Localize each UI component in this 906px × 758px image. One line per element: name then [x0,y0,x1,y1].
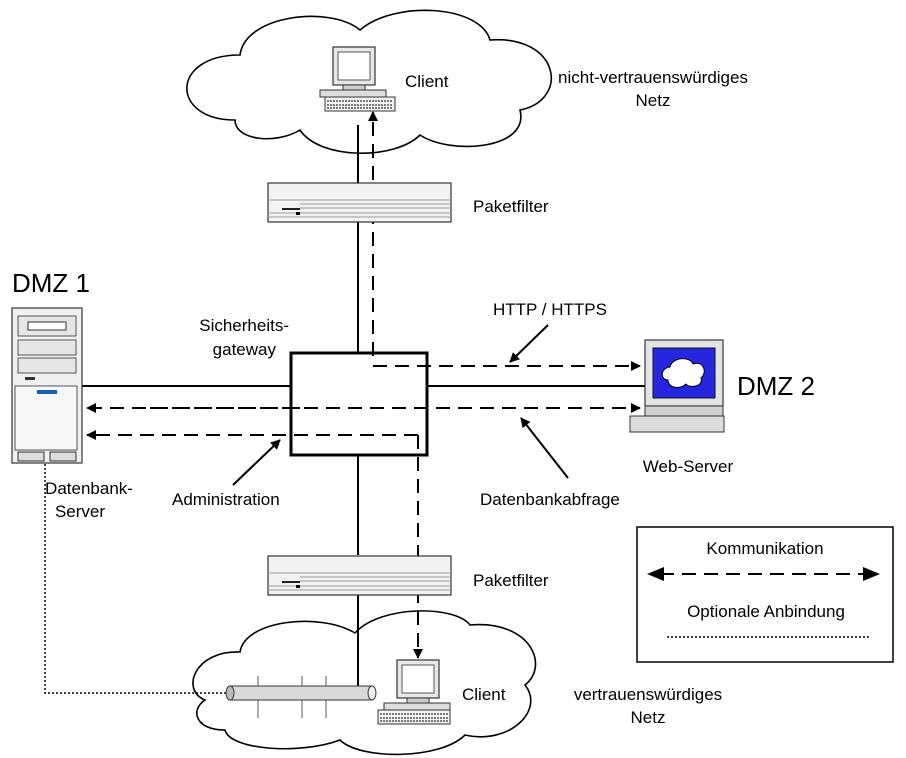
lan-backbone-icon [225,676,377,718]
untrusted-network-label-line2: Netz [636,91,671,110]
packet-filter-bottom-label: Paketfilter [473,571,549,590]
trusted-network-label-line1: vertrauenswürdiges [574,685,722,704]
packet-filter-top-label: Paketfilter [473,197,549,216]
gateway-label-line1: Sicherheits- [199,316,289,335]
legend: Kommunikation Optionale Anbindung [636,526,894,663]
dmz1-label: DMZ 1 [12,268,90,298]
untrusted-network-label-line1: nicht-vertrauenswürdiges [558,68,748,87]
packet-filter-bottom [267,555,452,596]
legend-communication-label: Kommunikation [706,539,823,558]
untrusted-client-computer-icon [319,46,396,112]
untrusted-client-label: Client [405,72,449,91]
database-server-icon [11,307,83,464]
db-query-annotation: Datenbankabfrage [480,490,620,509]
gateway-label-line2: gateway [213,340,277,359]
trusted-network-cloud [192,610,537,756]
communication-flows [86,111,641,659]
trusted-network-label-line2: Netz [631,708,666,727]
db-server-label-line2: Server [55,502,105,521]
trusted-client-computer-icon [377,659,451,725]
optional-link [44,460,230,694]
annotation-pointers [232,324,569,486]
trusted-client-label: Client [462,685,506,704]
http-annotation: HTTP / HTTPS [493,300,607,319]
web-server-icon [629,339,725,433]
security-gateway-box [289,351,429,457]
packet-filter-top [267,182,452,223]
network-links [82,125,645,688]
dmz2-label: DMZ 2 [737,371,815,401]
db-server-label-line1: Datenbank- [45,479,133,498]
web-server-label: Web-Server [643,457,734,476]
administration-annotation: Administration [172,490,280,509]
legend-optional-label: Optionale Anbindung [687,602,845,621]
